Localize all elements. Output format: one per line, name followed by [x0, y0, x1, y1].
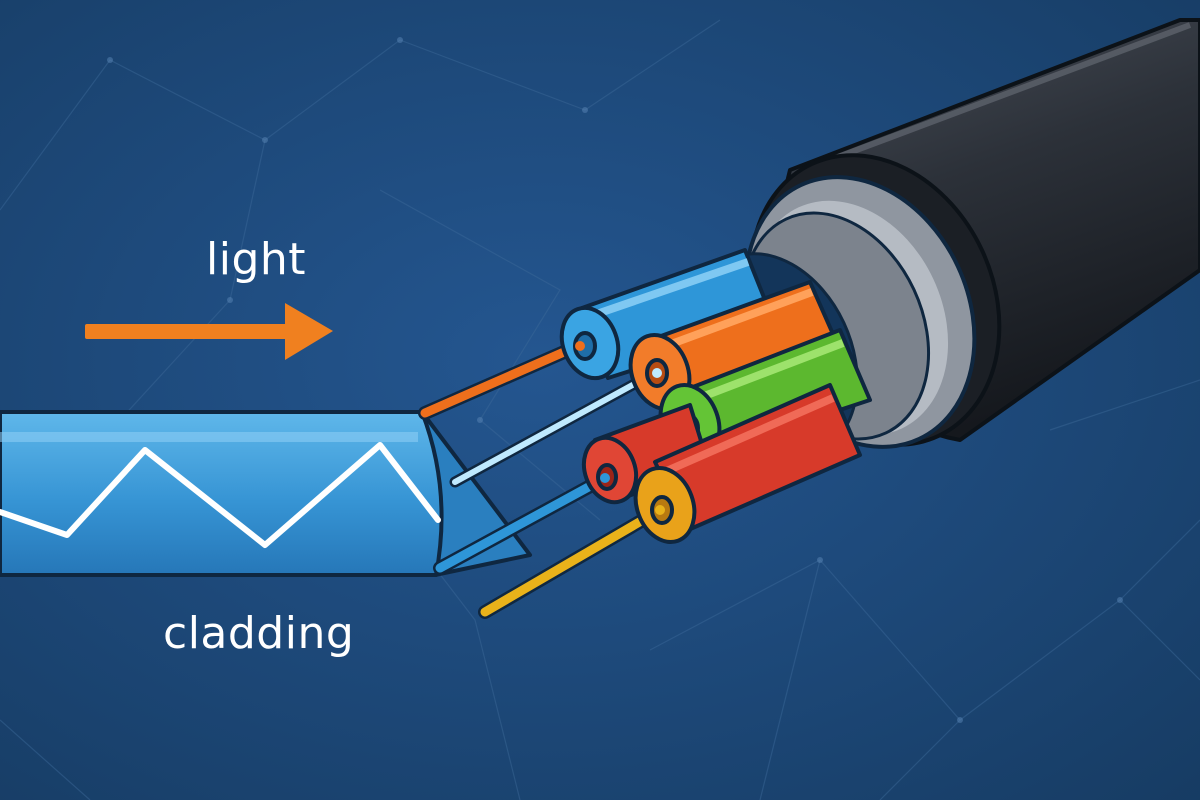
cladding-label: cladding	[163, 612, 354, 656]
light-label: light	[206, 238, 306, 282]
